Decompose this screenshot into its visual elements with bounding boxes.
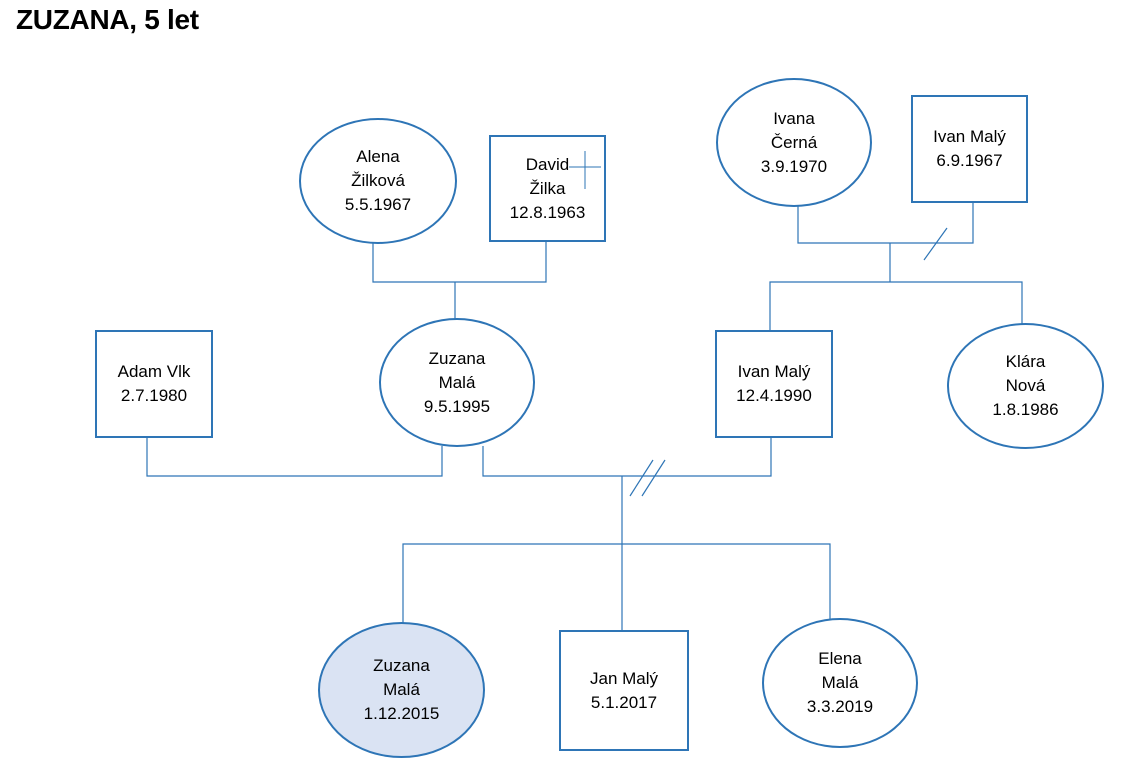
couple-line-zuzana-ivan (482, 438, 772, 477)
person-alena-zilkova[interactable]: Alena Žilková 5.5.1967 (299, 118, 457, 244)
divorce-mark-parents-2 (641, 459, 666, 497)
person-ivana-cerna[interactable]: Ivana Černá 3.9.1970 (716, 78, 872, 207)
page-title: ZUZANA, 5 let (16, 4, 199, 35)
person-label: Klára Nová 1.8.1986 (992, 352, 1059, 419)
person-label: Zuzana Malá 9.5.1995 (423, 348, 491, 416)
person-zuzana-mala-1995[interactable]: Zuzana Malá 9.5.1995 (379, 318, 535, 447)
person-label: Adam Vlk 2.7.1980 (117, 362, 191, 405)
sibling-line-children (402, 543, 831, 623)
person-david-zilka[interactable]: David Žilka 12.8.1963 (489, 135, 606, 242)
person-adam-vlk[interactable]: Adam Vlk 2.7.1980 (95, 330, 213, 438)
couple-line-ivana-ivan (797, 203, 974, 244)
person-jan-maly[interactable]: Jan Malý 5.1.2017 (559, 630, 689, 751)
deceased-cross-icon (569, 151, 601, 189)
person-label: Ivan Malý 6.9.1967 (933, 127, 1006, 170)
person-label: Ivana Černá 3.9.1970 (760, 108, 828, 176)
person-label: Alena Žilková 5.5.1967 (344, 147, 412, 214)
person-elena-mala[interactable]: Elena Malá 3.3.2019 (762, 618, 918, 748)
person-label: Jan Malý 5.1.2017 (589, 668, 659, 712)
person-label: Ivan Malý 12.4.1990 (736, 362, 812, 405)
person-label: Elena Malá 3.3.2019 (806, 649, 874, 716)
person-label: David Žilka 12.8.1963 (509, 154, 586, 222)
person-ivan-maly-1967[interactable]: Ivan Malý 6.9.1967 (911, 95, 1028, 203)
divorce-mark-parents-1 (629, 459, 654, 497)
sibling-line-ivan-klara (769, 281, 1023, 330)
person-ivan-maly-1990[interactable]: Ivan Malý 12.4.1990 (715, 330, 833, 438)
person-zuzana-mala-2015[interactable]: Zuzana Malá 1.12.2015 (318, 622, 485, 758)
couple-line-alena-david (372, 241, 547, 283)
divorce-mark-grandparents (923, 227, 948, 261)
person-klara-nova[interactable]: Klára Nová 1.8.1986 (947, 323, 1104, 449)
person-label: Zuzana Malá 1.12.2015 (363, 656, 440, 723)
couple-line-adam-zuzana (146, 437, 443, 477)
